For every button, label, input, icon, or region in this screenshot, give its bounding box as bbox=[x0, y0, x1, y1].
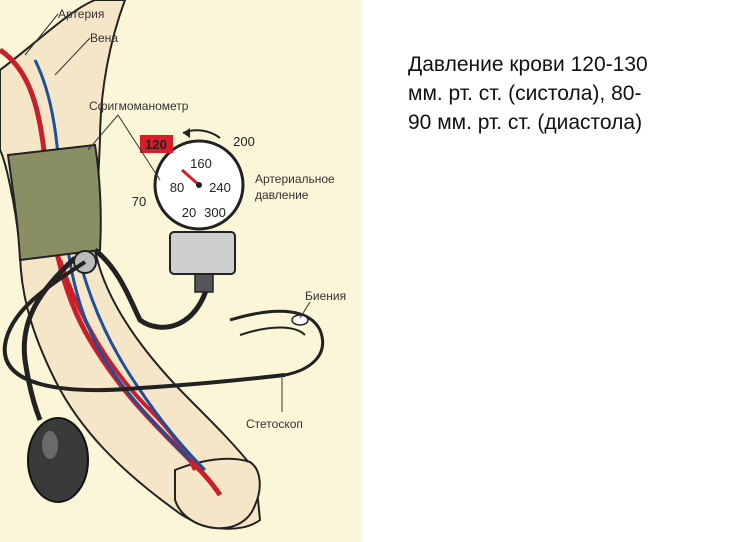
stethoscope-tube bbox=[2, 260, 286, 393]
gauge-highlight-value: 120 bbox=[145, 137, 167, 152]
bulb-tube bbox=[21, 256, 77, 421]
vein-leader bbox=[54, 37, 91, 76]
label-arterial-pressure-2: давление bbox=[255, 188, 309, 202]
label-beats: Биения bbox=[305, 289, 346, 303]
pump-bulb bbox=[27, 417, 89, 503]
gauge-tick-160: 160 bbox=[190, 156, 212, 171]
label-stethoscope: Стетоскоп bbox=[246, 417, 303, 431]
caption-line-1: Давление крови 120-130 bbox=[408, 53, 648, 76]
gauge-tube bbox=[93, 248, 213, 330]
gauge-tick-200: 200 bbox=[233, 134, 255, 149]
label-vein: Вена bbox=[90, 31, 118, 45]
caption-line-2: мм. рт. ст. (систола), 80- bbox=[408, 82, 642, 105]
artery-leader bbox=[24, 13, 59, 56]
gauge-arrow-head bbox=[183, 128, 190, 138]
vein-vessel-branch bbox=[70, 229, 207, 472]
gauge-pivot bbox=[196, 182, 202, 188]
stethoscope-headset-inner bbox=[239, 326, 306, 336]
label-sphygmomanometer: Сфигмоманометр bbox=[89, 99, 189, 113]
pump-bulb-highlight bbox=[42, 431, 58, 459]
gauge-tick-240: 240 bbox=[209, 180, 231, 195]
gauge-tick-70: 70 bbox=[132, 194, 146, 209]
stethoscope-earpiece bbox=[291, 314, 309, 326]
gauge-tick-80: 80 bbox=[170, 180, 184, 195]
stethoscope-headset bbox=[229, 309, 324, 377]
blood-pressure-caption: Давление крови 120-130 мм. рт. ст. (сист… bbox=[408, 50, 728, 137]
label-arterial-pressure-1: Артериальное bbox=[255, 172, 335, 186]
vein-vessel bbox=[33, 59, 192, 462]
gauge-tick-300: 300 bbox=[204, 205, 226, 220]
artery-vessel-branch bbox=[58, 259, 197, 471]
gauge-needle bbox=[181, 168, 200, 187]
gauge-base bbox=[169, 231, 236, 275]
blood-pressure-illustration: 120 200 70 160 80 240 20 300 Артерия Вен… bbox=[0, 0, 362, 542]
sphygmo-leader-2 bbox=[117, 114, 161, 181]
caption-line-3: 90 мм. рт. ст. (диастола) bbox=[408, 111, 643, 134]
label-artery: Артерия bbox=[58, 7, 104, 21]
beats-leader bbox=[299, 301, 311, 319]
cuff bbox=[6, 143, 102, 262]
gauge-highlight-box bbox=[140, 135, 173, 153]
sphygmo-leader-1 bbox=[87, 114, 119, 151]
gauge-tick-20: 20 bbox=[182, 205, 196, 220]
